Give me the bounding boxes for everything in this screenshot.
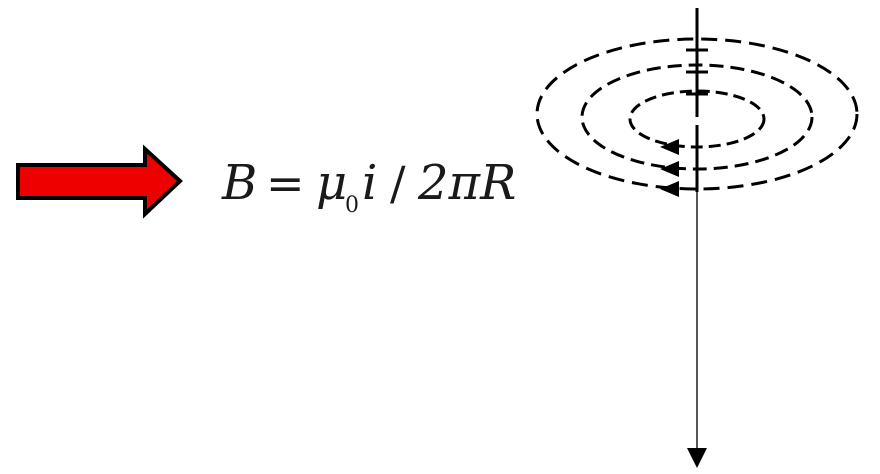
formula-slash: /	[390, 156, 406, 210]
formula-equals: =	[266, 156, 305, 210]
loop-direction-arrows	[660, 139, 679, 197]
formula-current: i	[362, 155, 377, 211]
red-pointer-arrow	[16, 144, 183, 219]
loop-arrowhead-inner	[660, 139, 679, 155]
field-formula: B = μ 0 i / 2πR	[221, 155, 516, 218]
formula-denominator: 2πR	[417, 155, 516, 211]
formula-mu: μ	[316, 155, 347, 211]
loop-arrowhead-middle	[660, 161, 679, 177]
down-arrow-icon	[687, 448, 707, 468]
right-arrow-icon	[16, 144, 183, 219]
loop-arrowhead-outer	[660, 181, 679, 197]
wire-upper	[686, 8, 708, 117]
formula-mu-subscript: 0	[345, 193, 359, 218]
field-loop-outer	[535, 37, 859, 191]
formula-lhs: B	[221, 155, 257, 211]
